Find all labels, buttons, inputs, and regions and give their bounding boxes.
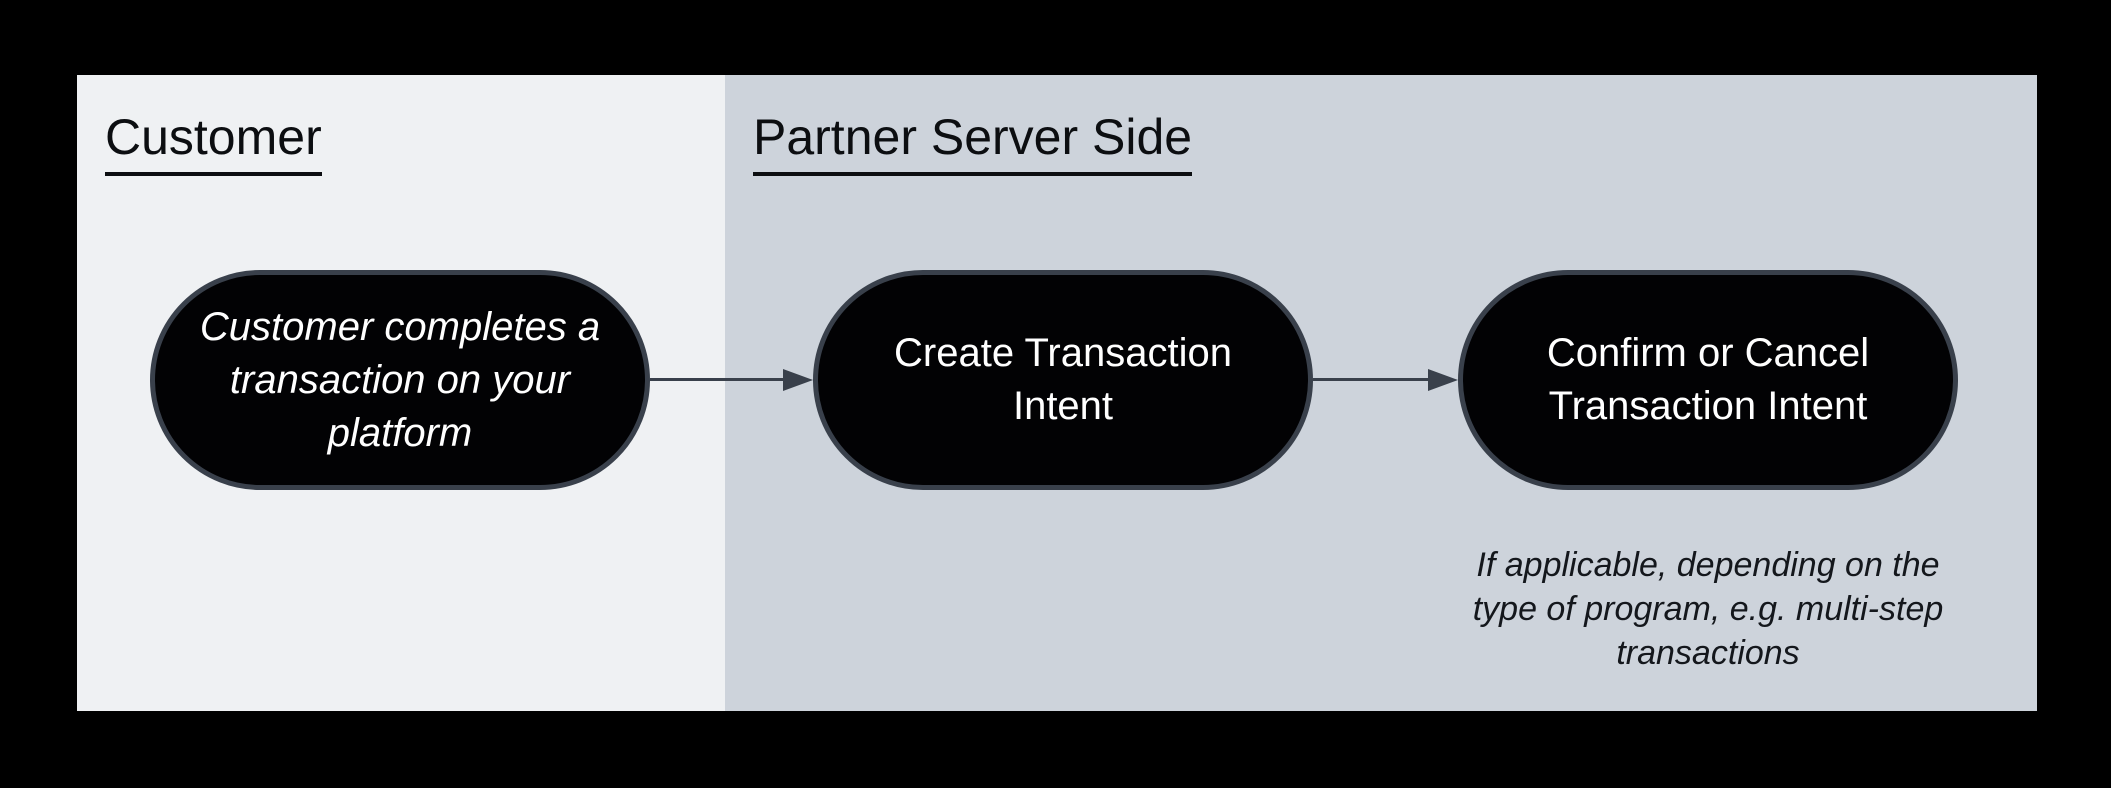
node-confirm-or-cancel-transaction-intent-label: Confirm or Cancel Transaction Intent <box>1546 331 1870 428</box>
node-confirm-or-cancel-transaction-intent: Confirm or Cancel Transaction Intent <box>1458 270 1958 490</box>
lane-customer-title: Customer <box>105 107 725 176</box>
note-if-applicable: If applicable, depending on the type of … <box>1472 546 1944 672</box>
node-create-transaction-intent-label: Create Transaction Intent <box>894 331 1232 428</box>
node-customer-completes-transaction: Customer completes a transaction on your… <box>150 270 650 490</box>
node-create-transaction-intent: Create Transaction Intent <box>813 270 1313 490</box>
lane-partner-title-text: Partner Server Side <box>753 107 1193 176</box>
arrow-create-intent-to-confirm-cancel <box>1313 368 1458 391</box>
flow-diagram: Customer Partner Server Side Customer co… <box>77 75 2037 711</box>
node-customer-completes-transaction-label: Customer completes a transaction on your… <box>199 304 601 455</box>
arrow-customer-to-create-intent <box>650 368 813 391</box>
lane-customer-title-text: Customer <box>105 107 322 176</box>
lane-partner-title: Partner Server Side <box>753 107 2037 176</box>
